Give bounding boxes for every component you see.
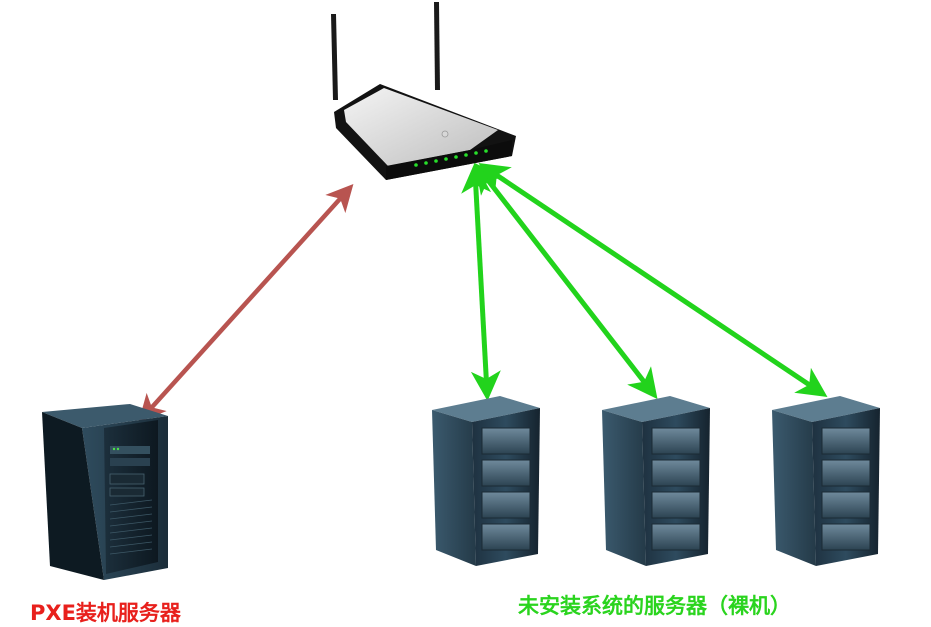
rack-server-icon (432, 396, 540, 566)
bare-link-arrow-3 (478, 162, 828, 398)
wireless-router-icon (331, 2, 516, 180)
tower-server-icon (42, 404, 168, 580)
pxe-server-label: PXE装机服务器 (30, 601, 181, 625)
bare-link-arrow-1 (461, 163, 501, 401)
bare-servers-label: 未安装系统的服务器（裸机） (518, 594, 791, 618)
pxe-link-arrow (138, 183, 354, 423)
bare-link-arrow-2 (474, 162, 658, 400)
rack-server-icon (602, 396, 710, 566)
rack-server-icon (772, 396, 880, 566)
